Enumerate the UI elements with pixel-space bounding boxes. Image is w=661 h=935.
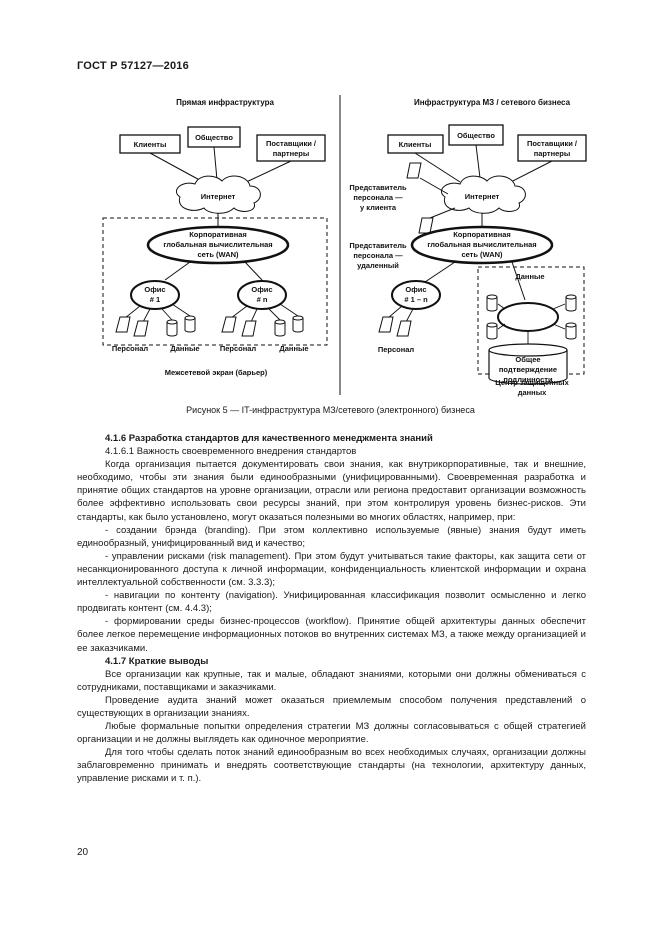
paragraph: Все организации как крупные, так и малые… — [77, 668, 586, 693]
rep-client-label-2: персонала — — [353, 193, 403, 202]
paragraph: - создании брэнда (branding). При этом к… — [77, 524, 586, 549]
right-diagram-title: Инфраструктура МЗ / сетевого бизнеса — [414, 98, 571, 107]
common-auth-label-3: подлинности — [503, 375, 553, 384]
common-auth-label-2: подтверждение — [499, 365, 557, 374]
right-clients-label: Клиенты — [399, 140, 432, 149]
left-officeN-label-2: # n — [257, 295, 268, 304]
rep-remote-label-3: удаленный — [357, 261, 399, 270]
left-office1-label-1: Офис — [144, 285, 165, 294]
rep-client-label-3: у клиента — [360, 203, 397, 212]
document-header: ГОСТ Р 57127—2016 — [77, 60, 189, 72]
left-society-label: Общество — [195, 133, 233, 142]
left-diagram-title: Прямая инфраструктура — [176, 98, 274, 107]
paragraph: Когда организация пытается документирова… — [77, 459, 586, 523]
paragraph: - навигации по контенту (navigation). Ун… — [77, 590, 586, 615]
left-clients-label: Клиенты — [134, 140, 167, 149]
paragraph: Любые формальные попытки определения стр… — [77, 721, 586, 746]
left-internet-label: Интернет — [201, 192, 236, 201]
paragraph: - управлении рисками (risk management). … — [77, 550, 586, 589]
rep-remote-label-1: Представитель — [349, 241, 407, 250]
left-data-2: Данные — [279, 344, 308, 353]
section-heading: 4.1.6 Разработка стандартов для качестве… — [105, 433, 433, 444]
left-wan-label-3: сеть (WAN) — [197, 250, 239, 259]
paragraph: - формировании среды бизнес-процессов (w… — [77, 616, 586, 654]
right-suppliers-label-1: Поставщики / — [527, 139, 578, 148]
body-text: 4.1.6 Разработка стандартов для качестве… — [77, 432, 586, 786]
right-internet-label: Интернет — [465, 192, 500, 201]
right-office-label-1: Офис — [405, 285, 426, 294]
page-number: 20 — [77, 847, 89, 858]
right-wan-label-2: глобальная вычислительная — [427, 240, 536, 249]
left-suppliers-label-2: партнеры — [273, 149, 310, 158]
left-suppliers-label-1: Поставщики / — [266, 139, 317, 148]
left-firewall-label: Межсетевой экран (барьер) — [165, 368, 268, 377]
left-personnel-2: Персонал — [220, 344, 257, 353]
secure-center-label-2: данных — [518, 388, 547, 397]
left-internet-cloud — [175, 175, 261, 214]
right-data-label: Данные — [515, 272, 544, 281]
right-diagram: Клиенты Общество Поставщики / партнеры И… — [349, 124, 587, 397]
right-personnel-label: Персонал — [378, 345, 415, 354]
right-wan-label-1: Корпоративная — [453, 230, 511, 239]
secure-center-label-1: Центр защищенных — [495, 378, 569, 387]
left-wan-label-1: Корпоративная — [189, 230, 247, 239]
left-office1-label-2: # 1 — [150, 295, 160, 304]
right-wan-label-3: сеть (WAN) — [461, 250, 503, 259]
left-firewall-box — [102, 217, 328, 346]
paragraph: 4.1.6.1 Важность своевременного внедрени… — [105, 446, 357, 458]
left-personnel-1: Персонал — [112, 344, 149, 353]
right-office-label-2: # 1 – n — [404, 295, 428, 304]
paragraph: Для того чтобы сделать поток знаний един… — [77, 747, 586, 785]
left-diagram: Клиенты Общество Поставщики / партнеры И… — [102, 126, 328, 377]
right-internet-cloud — [440, 175, 526, 214]
left-wan-label-2: глобальная вычислительная — [163, 240, 272, 249]
common-auth-label-1: Общее — [515, 355, 540, 364]
section-heading: 4.1.7 Краткие выводы — [105, 655, 209, 667]
left-officeN-label-1: Офис — [251, 285, 272, 294]
paragraph: Проведение аудита знаний может оказаться… — [77, 694, 586, 719]
rep-client-label-1: Представитель — [349, 183, 407, 192]
left-data-1: Данные — [170, 344, 199, 353]
rep-remote-label-2: персонала — — [353, 251, 403, 260]
figure-it-infrastructure: Прямая инфраструктура Инфраструктура МЗ … — [0, 0, 661, 420]
infrastructure-diagram: Прямая инфраструктура Инфраструктура МЗ … — [102, 95, 587, 397]
right-suppliers-label-2: партнеры — [534, 149, 571, 158]
right-society-label: Общество — [457, 131, 495, 140]
figure-caption: Рисунок 5 — IT-инфраструктура МЗ/сетевог… — [186, 405, 475, 415]
